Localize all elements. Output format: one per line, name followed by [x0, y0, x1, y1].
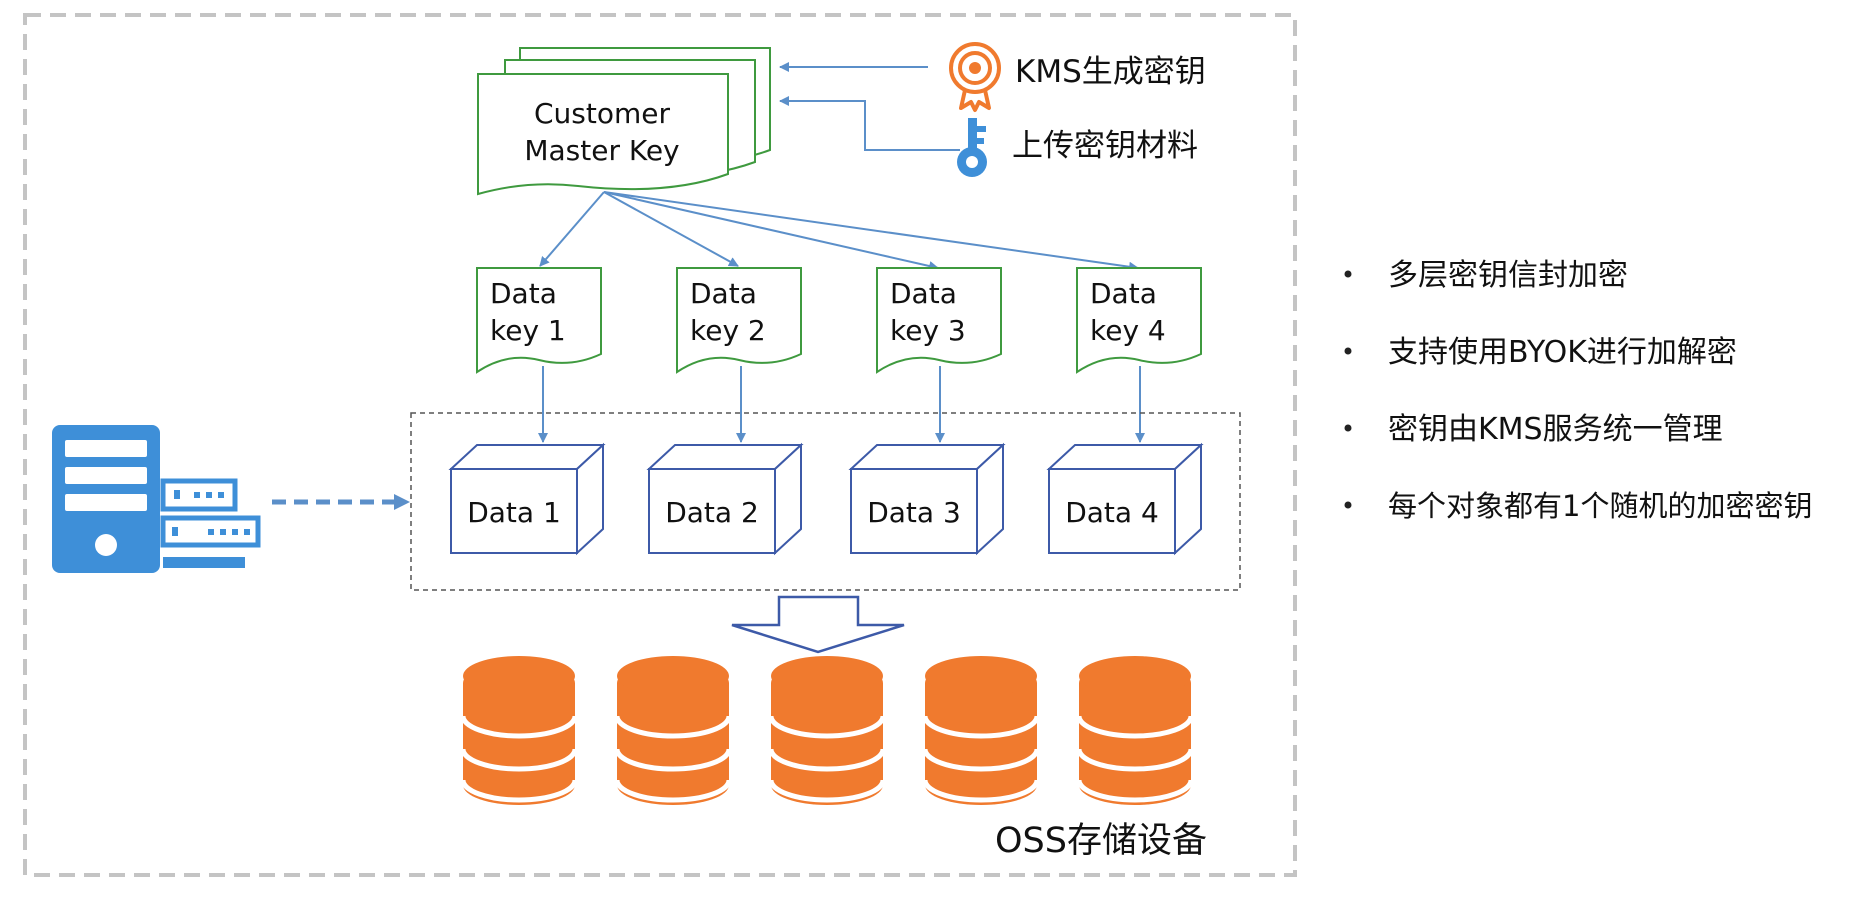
store-down-arrow [731, 595, 905, 654]
data-block-3-label: Data 3 [867, 496, 961, 529]
data-key-3-line2: key 3 [890, 314, 966, 347]
data-block-2: Data 2 [646, 442, 804, 556]
data-block-1: Data 1 [448, 442, 606, 556]
data-key-3: Data key 3 [876, 267, 1002, 374]
data-key-4: Data key 4 [1076, 267, 1202, 374]
master-to-datakey1-arrow [539, 191, 605, 267]
source-label-kms: KMS生成密钥 [1015, 54, 1206, 90]
data-key-3-line1: Data [890, 277, 957, 310]
data-key-2: Data key 2 [676, 267, 802, 374]
data-key-4-line1: Data [1090, 277, 1157, 310]
data-key-2-line1: Data [690, 277, 757, 310]
data-key-2-line2: key 2 [690, 314, 766, 347]
data-block-4: Data 4 [1046, 442, 1204, 556]
bullet-dot [1344, 424, 1352, 432]
master-to-datakey2-arrow [603, 191, 739, 267]
client-to-data-arrowhead [394, 494, 410, 510]
server-icon [52, 425, 261, 573]
storage-db-3 [768, 656, 886, 805]
customer-master-key: Customer Master Key [477, 47, 771, 196]
upload-key-arrow [779, 96, 960, 151]
data-key-1-line2: key 1 [490, 314, 566, 347]
master-to-datakey3-arrow [603, 191, 939, 271]
data-key-4-line2: key 4 [1090, 314, 1166, 347]
data-block-1-label: Data 1 [467, 496, 561, 529]
bullet-dot [1344, 347, 1352, 355]
master-key-line1: Customer [534, 97, 670, 130]
bullet-item-4: 每个对象都有1个随机的加密密钥 [1388, 489, 1812, 523]
storage-label: OSS存储设备 [995, 821, 1207, 861]
source-label-upload: 上传密钥材料 [1012, 128, 1198, 164]
bullet-dot [1344, 270, 1352, 278]
data-key-1: Data key 1 [476, 267, 602, 374]
storage-db-5 [1076, 656, 1194, 805]
storage-db-1 [460, 656, 578, 805]
data-block-2-label: Data 2 [665, 496, 759, 529]
bullet-item-3: 密钥由KMS服务统一管理 [1388, 412, 1723, 447]
bullet-item-2: 支持使用BYOK进行加解密 [1388, 335, 1737, 370]
storage-db-2 [614, 656, 732, 805]
key-icon [957, 118, 987, 177]
storage-db-4 [922, 656, 1040, 805]
outer-dashed-frame [23, 13, 1297, 877]
bullet-item-1: 多层密钥信封加密 [1388, 258, 1628, 293]
data-container [410, 412, 1241, 591]
bullet-dot [1344, 501, 1352, 509]
data-key-1-line1: Data [490, 277, 557, 310]
data-block-3: Data 3 [848, 442, 1006, 556]
master-to-datakey4-arrow [603, 191, 1139, 272]
data-block-4-label: Data 4 [1065, 496, 1159, 529]
kms-seal-icon [949, 42, 1001, 112]
feature-bullets: 多层密钥信封加密 支持使用BYOK进行加解密 密钥由KMS服务统一管理 每个对象… [1344, 258, 1812, 523]
master-key-line2: Master Key [524, 134, 679, 167]
